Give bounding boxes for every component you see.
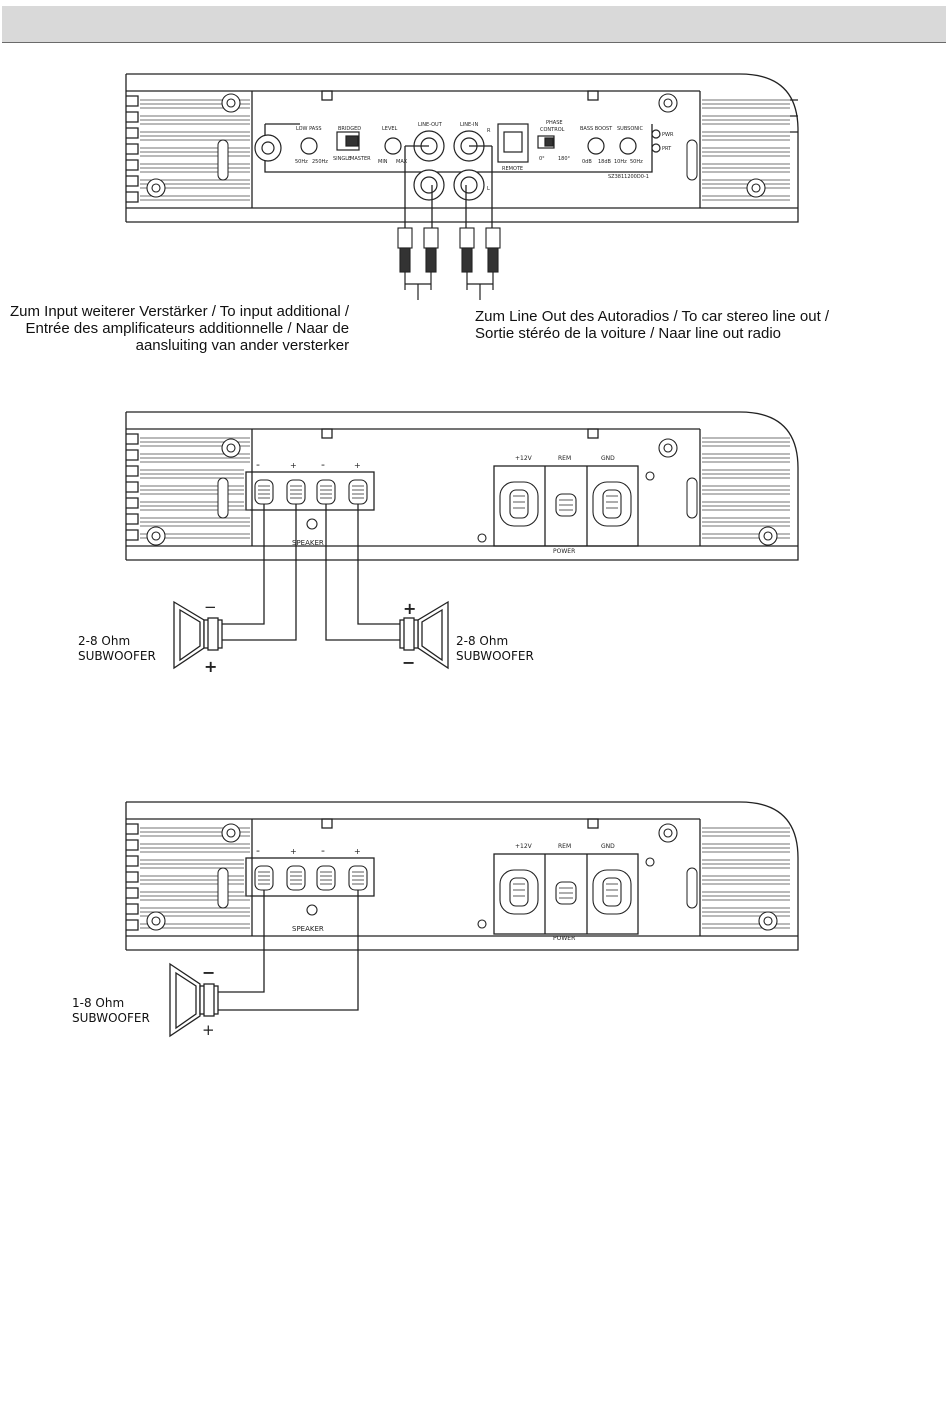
bass-boost-max: 18dB <box>598 159 612 165</box>
mono-subwoofer-diagram: - + - + SPEAKER +12V REM GND POWER − + 1… <box>0 788 950 1048</box>
control-label: CONTROL <box>540 127 565 133</box>
low-pass-min: 50Hz <box>295 159 308 165</box>
woofer-bottom-sign: + <box>202 1021 215 1039</box>
prt-led-label: PRT <box>662 146 672 152</box>
impedance-label: 1-8 Ohm <box>72 996 125 1010</box>
speaker-label: SPEAKER <box>292 925 324 933</box>
low-pass-label: LOW PASS <box>296 126 322 132</box>
phase-label: PHASE <box>546 120 563 126</box>
phase-180: 180° <box>558 156 571 162</box>
left-woofer-top-sign: − <box>204 598 217 616</box>
level-max: MAX <box>396 159 408 165</box>
pwr-led-label: PWR <box>662 132 674 138</box>
model-number: SZ3811200D0-1 <box>608 174 649 180</box>
line-out-label: LINE-OUT <box>418 122 443 128</box>
amplifier-rear-panel-mono: - + - + SPEAKER +12V REM GND POWER − + <box>125 801 799 1039</box>
left-woofer-caption: 2-8 Ohm SUBWOOFER <box>78 634 156 664</box>
rem-label: REM <box>558 455 571 462</box>
stereo-subwoofer-diagram: - + - + SPEAKER +12V REM GND POWER − + +… <box>0 398 950 698</box>
subwoofer-label: SUBWOOFER <box>72 1011 150 1025</box>
caption-line: Zum Line Out des Autoradios / To car ste… <box>475 308 830 325</box>
gnd-label: GND <box>601 843 615 850</box>
caption-line: aansluiting van ander versterker <box>135 337 350 354</box>
amplifier-rear-panel: - + - + SPEAKER +12V REM GND POWER − + +… <box>125 411 799 676</box>
bridged-master: MASTER <box>350 156 371 162</box>
gnd-label: GND <box>601 455 615 462</box>
caption-amplifier-output: Zum Input weiterer Verstärker / To input… <box>10 303 349 354</box>
subsonic-max: 50Hz <box>630 159 643 165</box>
rem-label: REM <box>558 843 571 850</box>
low-pass-max: 250Hz <box>312 159 328 165</box>
right-woofer-top-sign: + <box>403 599 416 618</box>
terminal-sign: - <box>256 844 260 857</box>
bridged-single: SINGLE <box>333 156 351 162</box>
power-label: POWER <box>553 935 575 942</box>
woofer-top-sign: − <box>202 963 215 982</box>
terminal-sign: - <box>321 844 325 857</box>
phase-0: 0° <box>539 156 545 162</box>
remote-label: REMOTE <box>502 166 523 172</box>
subsonic-min: 10Hz <box>614 159 627 165</box>
caption-line: Entrée des amplificateurs additionnelle … <box>25 320 350 337</box>
impedance-label: 2-8 Ohm <box>456 634 509 648</box>
line-connection-diagram: LOW PASS 50Hz 250Hz BRIDGED SINGLE MASTE… <box>0 60 950 360</box>
line-in-l: L <box>487 186 490 192</box>
caption-line: Zum Input weiterer Verstärker / To input… <box>10 303 350 320</box>
terminal-sign: - <box>256 458 260 471</box>
caption-car-stereo: Zum Line Out des Autoradios / To car ste… <box>475 308 829 342</box>
plus-12v-label: +12V <box>515 843 533 850</box>
header-bar <box>2 6 946 43</box>
amplifier-front-panel: LOW PASS 50Hz 250Hz BRIDGED SINGLE MASTE… <box>125 73 799 300</box>
subwoofer-label: SUBWOOFER <box>78 649 156 663</box>
caption-line: Sortie stéréo de la voiture / Naar line … <box>475 325 781 342</box>
terminal-sign: + <box>290 461 297 470</box>
mono-subwoofer-icon <box>169 962 219 1038</box>
plus-12v-label: +12V <box>515 455 533 462</box>
right-woofer-bottom-sign: − <box>402 653 415 672</box>
terminal-sign: + <box>290 847 297 856</box>
line-in-label: LINE-IN <box>460 122 478 128</box>
impedance-label: 2-8 Ohm <box>78 634 131 648</box>
power-label: POWER <box>553 548 575 555</box>
bass-boost-min: 0dB <box>582 159 592 165</box>
terminal-sign: + <box>354 461 361 470</box>
left-subwoofer-icon <box>173 600 223 670</box>
terminal-sign: - <box>321 458 325 471</box>
speaker-label: SPEAKER <box>292 539 324 547</box>
bass-boost-label: BASS BOOST <box>580 126 613 132</box>
right-woofer-caption: 2-8 Ohm SUBWOOFER <box>456 634 534 664</box>
right-subwoofer-icon <box>399 600 449 670</box>
level-min: MIN <box>378 159 388 165</box>
subsonic-label: SUBSONIC <box>617 126 644 132</box>
mono-woofer-caption: 1-8 Ohm SUBWOOFER <box>72 996 150 1026</box>
left-woofer-bottom-sign: + <box>204 657 217 676</box>
subwoofer-label: SUBWOOFER <box>456 649 534 663</box>
terminal-sign: + <box>354 847 361 856</box>
line-in-r: R <box>487 128 491 134</box>
level-label: LEVEL <box>382 126 398 132</box>
bridged-label: BRIDGED <box>338 126 361 132</box>
